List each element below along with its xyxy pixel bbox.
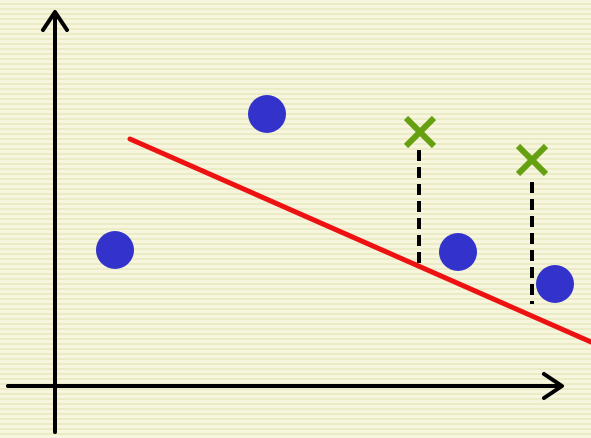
y-axis-arrowhead-icon: [41, 10, 69, 32]
data-point-2: [248, 95, 286, 133]
data-point-3: [439, 233, 477, 271]
data-point-1: [96, 231, 134, 269]
data-points: [96, 95, 574, 303]
regression-line: [127, 136, 591, 345]
x-marker-icon: [403, 115, 437, 149]
x-marker-icon: [515, 143, 549, 177]
x-axis-arrowhead-icon: [542, 372, 564, 400]
cross-markers: [403, 115, 549, 177]
axes: [6, 10, 564, 434]
residual-lines: [417, 150, 534, 304]
data-point-4: [536, 265, 574, 303]
